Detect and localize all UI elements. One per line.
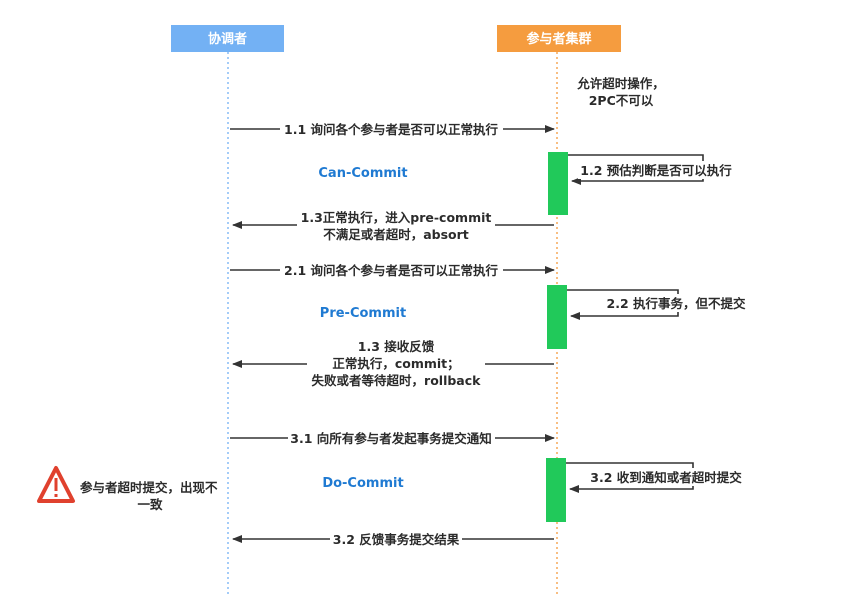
phase-pre-commit: Pre-Commit	[320, 306, 406, 321]
timeout-note-line1: 允许超时操作，	[576, 76, 665, 91]
activation-bar-pre-commit	[547, 285, 567, 349]
message-3-1: 3.1 向所有参与者发起事务提交通知	[290, 431, 492, 446]
participants-header-label: 参与者集群	[526, 31, 591, 47]
activation-bar-can-commit	[548, 152, 568, 215]
message-2-1: 2.1 询问各个参与者是否可以正常执行	[284, 263, 498, 278]
message-2-3-line2: 正常执行，commit；	[332, 356, 459, 371]
warning-note-line2: 一致	[137, 497, 163, 512]
coordinator-header-label: 协调者	[208, 31, 247, 47]
phase-do-commit: Do-Commit	[322, 476, 403, 491]
message-2-3-line3: 失败或者等待超时，rollback	[312, 373, 482, 388]
warning-icon	[37, 466, 75, 503]
activation-bar-do-commit	[546, 458, 566, 522]
timeout-note-line2: 2PC不可以	[589, 93, 654, 108]
coordinator-header	[171, 25, 284, 52]
message-1-3-line2: 不满足或者超时，absort	[323, 227, 469, 242]
message-3-3: 3.2 反馈事务提交结果	[333, 532, 460, 547]
warning-note-line1: 参与者超时提交，出现不	[80, 480, 218, 495]
message-2-2: 2.2 执行事务，但不提交	[607, 296, 746, 311]
message-1-2: 1.2 预估判断是否可以执行	[580, 163, 732, 178]
phase-can-commit: Can-Commit	[318, 166, 407, 181]
message-1-1: 1.1 询问各个参与者是否可以正常执行	[284, 122, 498, 137]
message-1-3-line1: 1.3正常执行，进入pre-commit	[301, 210, 492, 225]
message-3-2: 3.2 收到通知或者超时提交	[590, 470, 742, 485]
message-2-3-line1: 1.3 接收反馈	[358, 339, 435, 354]
participants-header	[497, 25, 621, 52]
